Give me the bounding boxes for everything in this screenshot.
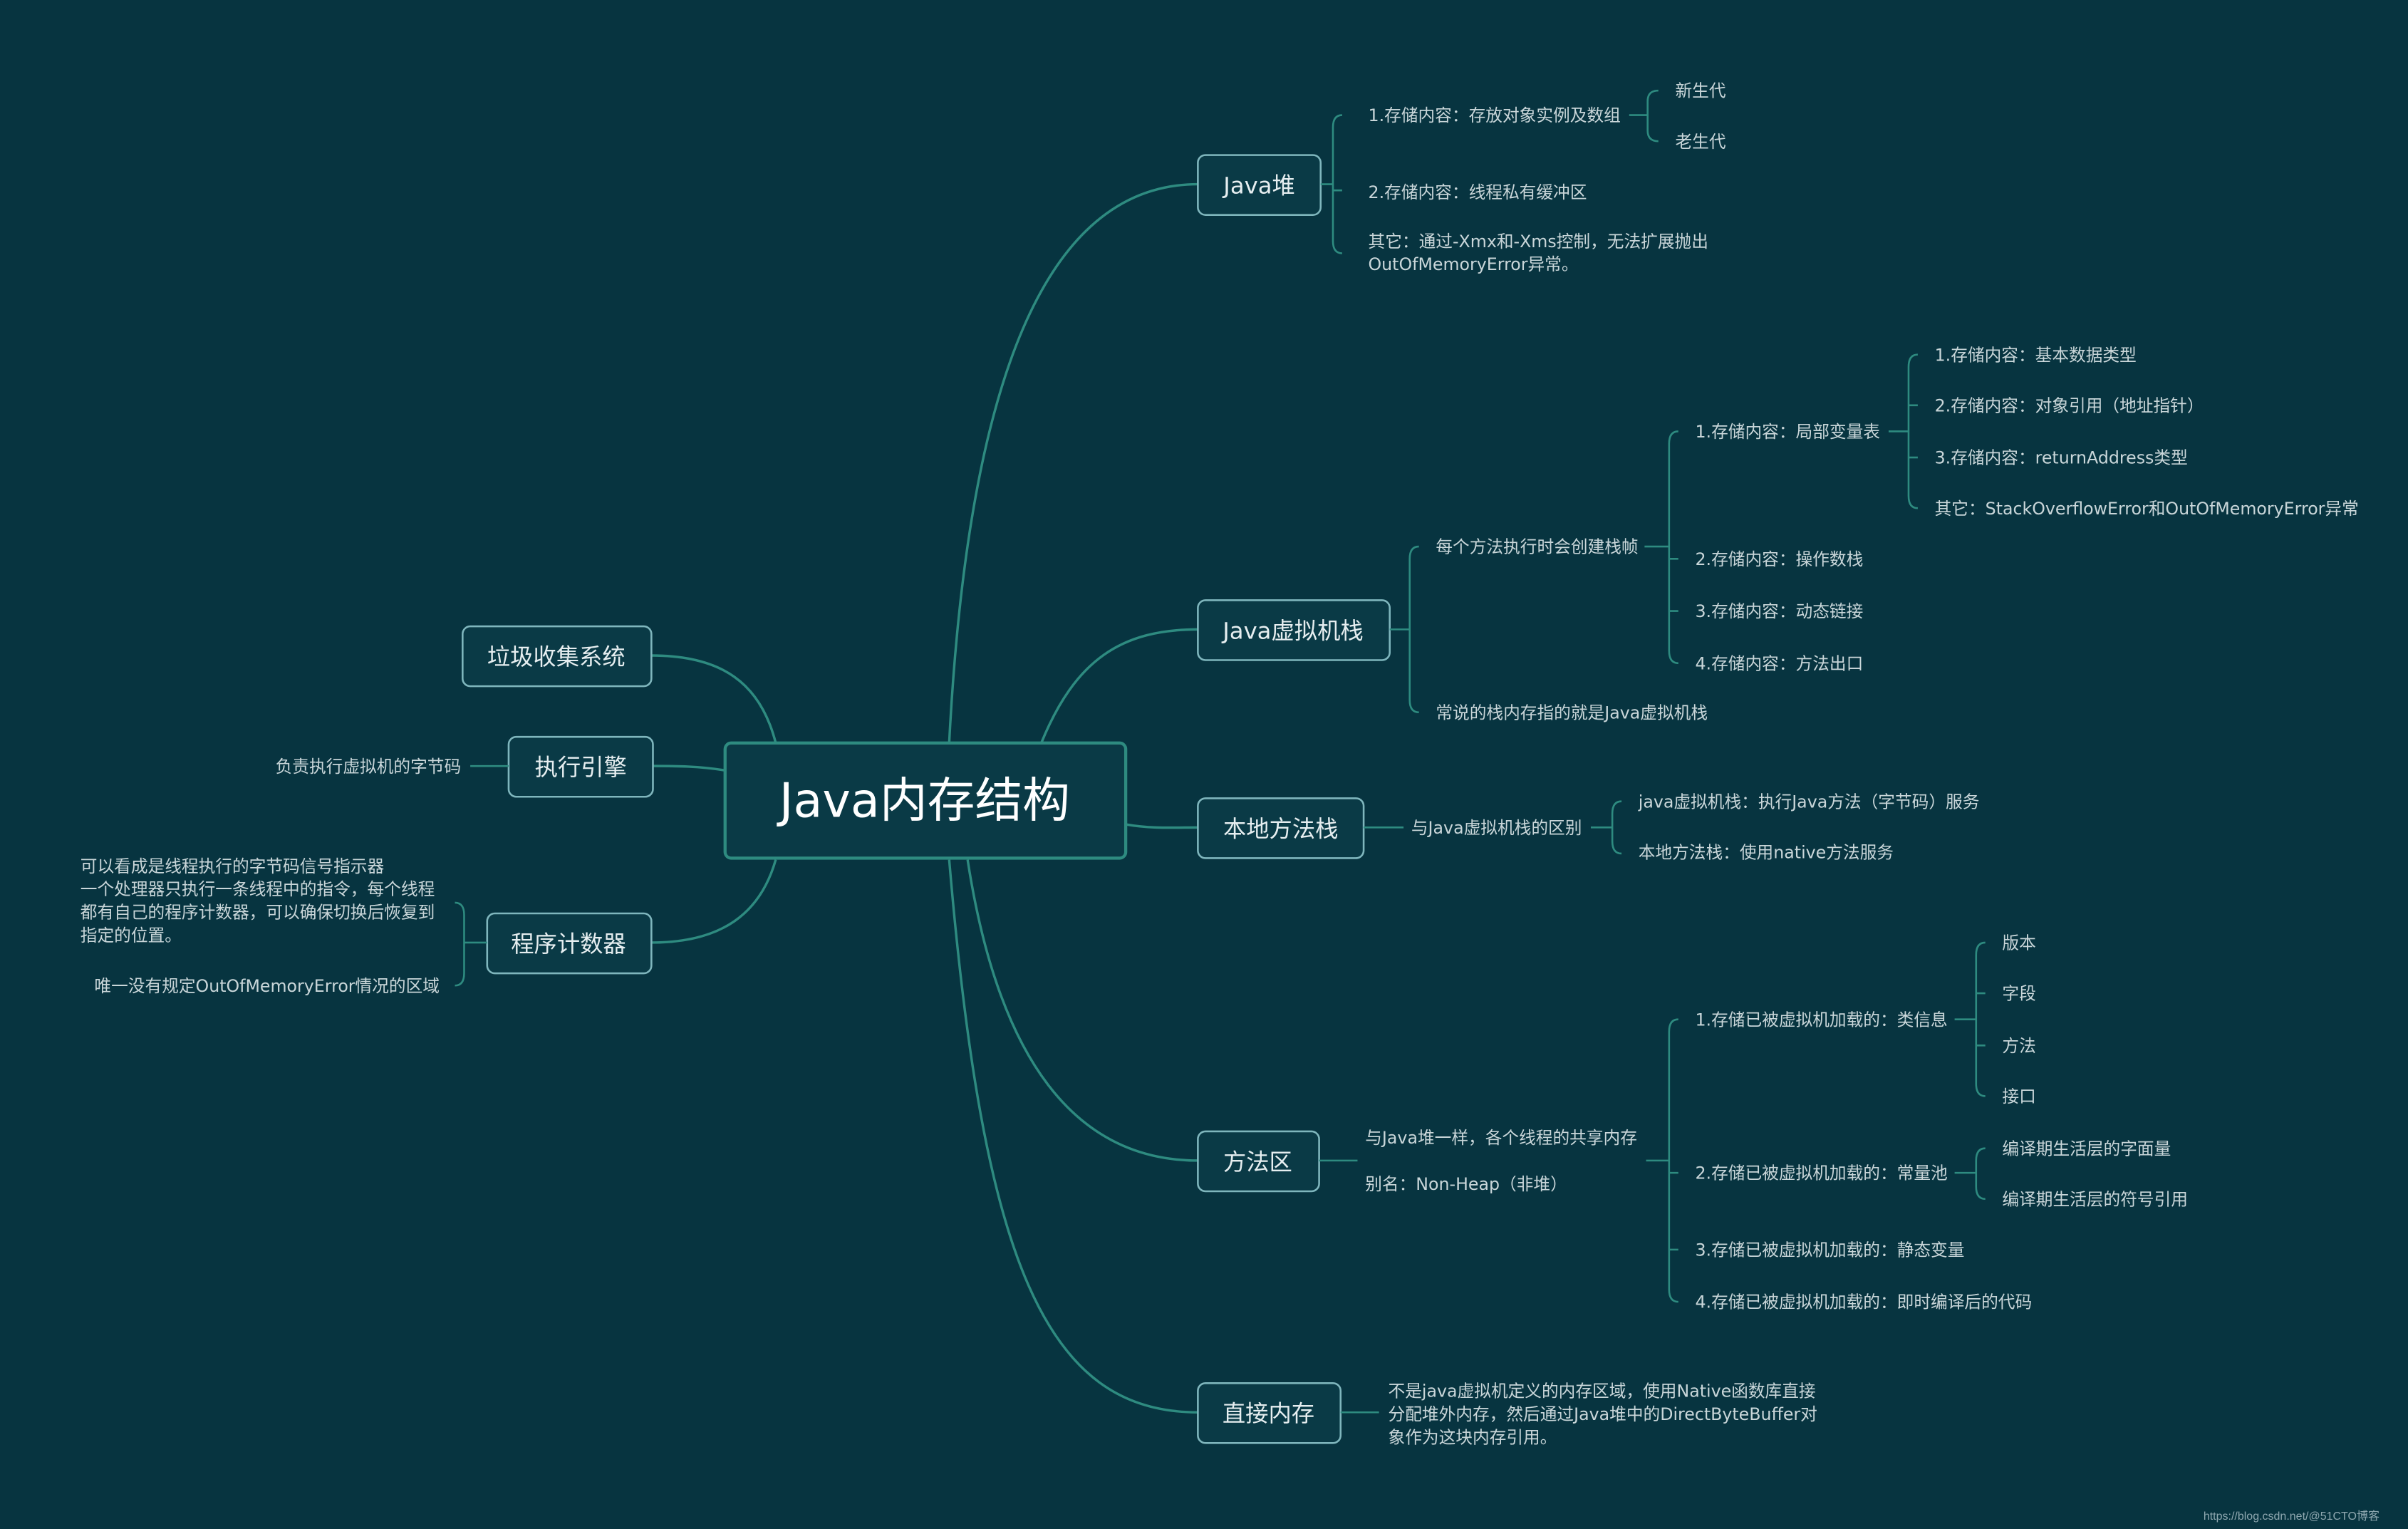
class-info-bracket <box>1954 941 1986 1097</box>
native-stack-branch: 本地方法栈 与Java虚拟机栈的区别 java虚拟机栈：执行Java方法（字节码… <box>1197 792 1980 862</box>
engine-branch: 执行引擎 负责执行虚拟机的字节码 <box>276 735 654 798</box>
native-stack-bracket <box>1590 800 1622 855</box>
pc-line4: 指定的位置。 <box>81 926 182 945</box>
pc-line2: 一个处理器只执行一条线程中的指令，每个线程 <box>81 879 435 899</box>
method-area-label: 方法区 <box>1223 1149 1292 1176</box>
vm-stack-note: 常说的栈内存指的就是Java虚拟机栈 <box>1436 703 1708 722</box>
vm-stack-bracket <box>1389 545 1419 714</box>
method-area-item1: 1.存储已被虚拟机加载的：类信息 <box>1695 1010 1947 1030</box>
edge-engine <box>653 764 727 772</box>
direct-memory-line1: 不是java虚拟机定义的内存区域，使用Native函数库直接 <box>1389 1382 1816 1401</box>
method-area-literal: 编译期生活层的字面量 <box>2002 1139 2171 1159</box>
heap-label: Java堆 <box>1222 172 1295 199</box>
direct-memory-label: 直接内存 <box>1223 1400 1314 1427</box>
edge-direct-memory <box>948 859 1198 1414</box>
native-stack-java: java虚拟机栈：执行Java方法（字节码）服务 <box>1638 792 1980 812</box>
vm-stack-item1: 1.存储内容：局部变量表 <box>1695 422 1879 442</box>
heap-branch: Java堆 1.存储内容：存放对象实例及数组 新生代 老生代 2.存储内容：线程… <box>1197 81 1726 274</box>
direct-memory-line3: 象作为这块内存引用。 <box>1389 1427 1557 1447</box>
edge-heap <box>948 182 1198 743</box>
pc-branch: 程序计数器 可以看成是线程执行的字节码信号指示器 一个处理器只执行一条线程中的指… <box>81 856 653 996</box>
vm-stack-sub1: 1.存储内容：基本数据类型 <box>1935 345 2137 365</box>
vm-stack-node[interactable]: Java虚拟机栈 <box>1197 599 1391 661</box>
root-edges <box>651 182 1198 1414</box>
native-stack-label: 本地方法栈 <box>1223 815 1339 842</box>
gc-node[interactable]: 垃圾收集系统 <box>462 625 653 688</box>
method-area-item3: 3.存储已被虚拟机加载的：静态变量 <box>1695 1240 1964 1260</box>
native-stack-native: 本地方法栈：使用native方法服务 <box>1639 842 1894 862</box>
pc-label: 程序计数器 <box>511 931 626 958</box>
gc-label: 垃圾收集系统 <box>487 643 626 670</box>
method-area-symref: 编译期生活层的符号引用 <box>2002 1189 2188 1209</box>
edge-method-area <box>966 859 1198 1162</box>
root-title: Java内存结构 <box>777 772 1070 828</box>
method-area-field: 字段 <box>2002 984 2035 1004</box>
edge-native-stack <box>1125 823 1198 829</box>
method-area-shared: 与Java堆一样，各个线程的共享内存 <box>1365 1128 1637 1148</box>
edge-gc <box>651 654 777 744</box>
vm-stack-label: Java虚拟机栈 <box>1221 617 1363 644</box>
heap-item2: 2.存储内容：线程私有缓冲区 <box>1369 182 1587 202</box>
engine-node[interactable]: 执行引擎 <box>507 735 654 798</box>
pc-line3: 都有自己的程序计数器，可以确保切换后恢复到 <box>81 902 435 922</box>
native-stack-node[interactable]: 本地方法栈 <box>1197 797 1365 859</box>
method-area-item4: 4.存储已被虚拟机加载的：即时编译后的代码 <box>1695 1292 2032 1312</box>
pc-line1: 可以看成是线程执行的字节码信号指示器 <box>81 856 385 876</box>
method-area-method: 方法 <box>2002 1036 2035 1056</box>
edge-pc <box>651 859 777 944</box>
method-area-iface: 接口 <box>2002 1087 2035 1106</box>
pc-bracket <box>455 901 487 987</box>
engine-desc: 负责执行虚拟机的字节码 <box>276 757 462 777</box>
pc-oom: 唯一没有规定OutOfMemoryError情况的区域 <box>94 976 440 996</box>
pc-node[interactable]: 程序计数器 <box>486 912 653 975</box>
vm-stack-item3: 3.存储内容：动态链接 <box>1695 601 1863 621</box>
vm-stack-frame: 每个方法执行时会创建栈帧 <box>1436 537 1638 557</box>
root-node[interactable]: Java内存结构 <box>723 741 1128 860</box>
direct-memory-branch: 直接内存 不是java虚拟机定义的内存区域，使用Native函数库直接 分配堆外… <box>1197 1382 1817 1447</box>
watermark: https://blog.csdn.net/@51CTO博客 <box>2203 1510 2380 1523</box>
heap-gen-bracket <box>1629 89 1659 142</box>
heap-other-line1: 其它：通过-Xmx和-Xms控制，无法扩展抛出 <box>1369 232 1708 252</box>
vm-stack-item4: 4.存储内容：方法出口 <box>1695 653 1863 673</box>
direct-memory-node[interactable]: 直接内存 <box>1197 1382 1342 1444</box>
direct-memory-line2: 分配堆外内存，然后通过Java堆中的DirectByteBuffer对 <box>1389 1404 1817 1424</box>
heap-old: 老生代 <box>1675 132 1725 152</box>
edge-vm-stack <box>1040 628 1198 744</box>
heap-node[interactable]: Java堆 <box>1197 154 1322 216</box>
vm-stack-sub3: 3.存储内容：returnAddress类型 <box>1935 448 2188 468</box>
method-area-alias: 别名：Non-Heap（非堆） <box>1365 1174 1567 1194</box>
vm-stack-sub-other: 其它：StackOverflowError和OutOfMemoryError异常 <box>1935 499 2359 519</box>
heap-other-line2: OutOfMemoryError异常。 <box>1369 254 1579 274</box>
heap-young: 新生代 <box>1675 81 1725 101</box>
vm-frame-bracket <box>1644 430 1678 665</box>
heap-bracket <box>1320 114 1343 254</box>
heap-item1: 1.存储内容：存放对象实例及数组 <box>1369 105 1621 125</box>
engine-label: 执行引擎 <box>535 754 627 781</box>
vm-locals-bracket <box>1888 353 1918 509</box>
method-area-branch: 方法区 与Java堆一样，各个线程的共享内存 别名：Non-Heap（非堆） 1… <box>1197 933 2188 1312</box>
method-area-node[interactable]: 方法区 <box>1197 1130 1320 1193</box>
const-pool-bracket <box>1954 1147 1986 1201</box>
method-area-bracket <box>1646 1018 1678 1303</box>
vm-stack-branch: Java虚拟机栈 每个方法执行时会创建栈帧 常说的栈内存指的就是Java虚拟机栈… <box>1197 345 2359 722</box>
method-area-item2: 2.存储已被虚拟机加载的：常量池 <box>1695 1163 1947 1183</box>
native-stack-diff: 与Java虚拟机栈的区别 <box>1411 818 1582 838</box>
vm-stack-item2: 2.存储内容：操作数栈 <box>1695 549 1863 569</box>
vm-stack-sub2: 2.存储内容：对象引用（地址指针） <box>1935 395 2204 415</box>
method-area-version: 版本 <box>2002 933 2035 953</box>
